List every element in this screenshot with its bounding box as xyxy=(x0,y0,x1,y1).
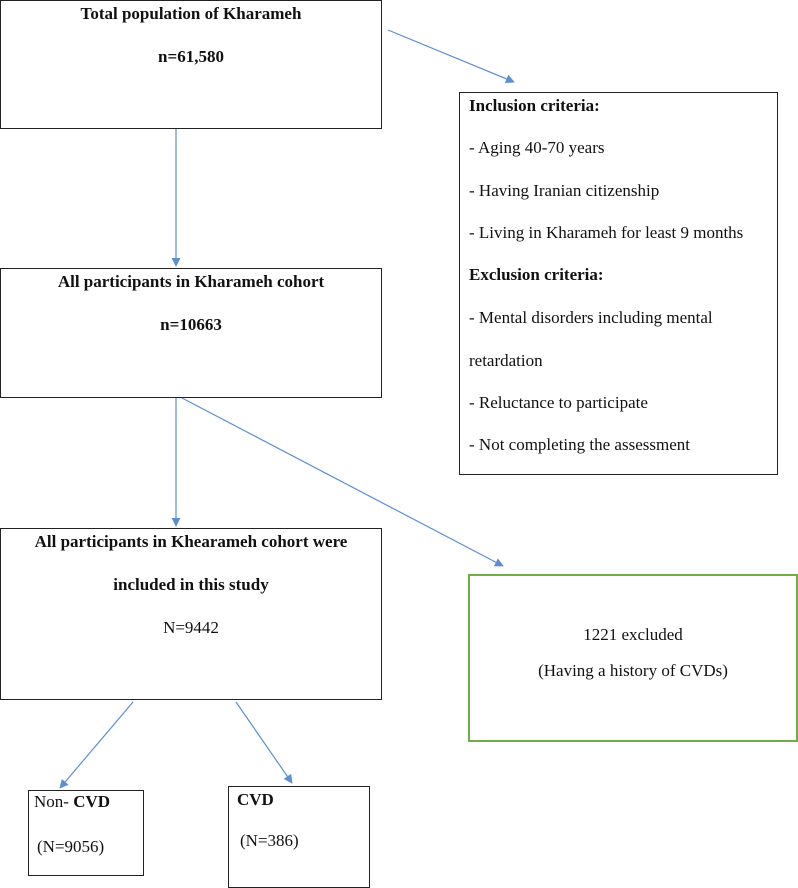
arrow-included-to-cvd xyxy=(235,701,293,784)
cvd-count: (N=386) xyxy=(240,831,299,850)
non-cvd-label: Non- CVD xyxy=(34,792,110,812)
exclusion-heading: Exclusion criteria: xyxy=(469,265,604,284)
inclusion-heading: Inclusion criteria: xyxy=(469,96,600,115)
total-population-title: Total population of Kharameh xyxy=(80,4,302,23)
arrow-total-to-criteria xyxy=(387,29,515,84)
arrow-cohort-to-excluded xyxy=(181,397,504,567)
excluded-count: 1221 excluded xyxy=(583,625,683,644)
included-count: N=9442 xyxy=(163,618,219,637)
inclusion-item: - Living in Kharameh for least 9 months xyxy=(469,223,744,242)
non-cvd-name: CVD xyxy=(73,792,111,811)
included-title-line2: included in this study xyxy=(113,575,269,594)
excluded-box: 1221 excluded (Having a history of CVDs) xyxy=(468,574,798,742)
criteria-box: Inclusion criteria: - Aging 40-70 years … xyxy=(459,92,778,475)
excluded-reason: (Having a history of CVDs) xyxy=(538,661,728,680)
exclusion-item: - Mental disorders including mental xyxy=(469,308,713,327)
exclusion-item: retardation xyxy=(469,351,543,370)
exclusion-item: - Not completing the assessment xyxy=(469,435,690,454)
cvd-label: CVD xyxy=(237,790,274,809)
total-population-count: n=61,580 xyxy=(158,47,224,66)
exclusion-item: - Reluctance to participate xyxy=(469,393,648,412)
total-population-box: Total population of Kharameh n=61,580 xyxy=(0,0,382,129)
included-box: All participants in Khearameh cohort wer… xyxy=(0,528,382,700)
inclusion-item: - Having Iranian citizenship xyxy=(469,181,660,200)
non-cvd-box: Non- CVD (N=9056) xyxy=(28,790,144,876)
cohort-count: n=10663 xyxy=(160,315,222,334)
cohort-box: All participants in Kharameh cohort n=10… xyxy=(0,268,382,398)
arrow-included-to-non-cvd xyxy=(59,701,134,789)
non-cvd-count: (N=9056) xyxy=(37,837,105,856)
cohort-title: All participants in Kharameh cohort xyxy=(57,272,325,291)
non-cvd-prefix: Non- xyxy=(34,792,74,811)
included-title-line1: All participants in Khearameh cohort wer… xyxy=(34,532,348,551)
inclusion-item: - Aging 40-70 years xyxy=(469,138,605,157)
